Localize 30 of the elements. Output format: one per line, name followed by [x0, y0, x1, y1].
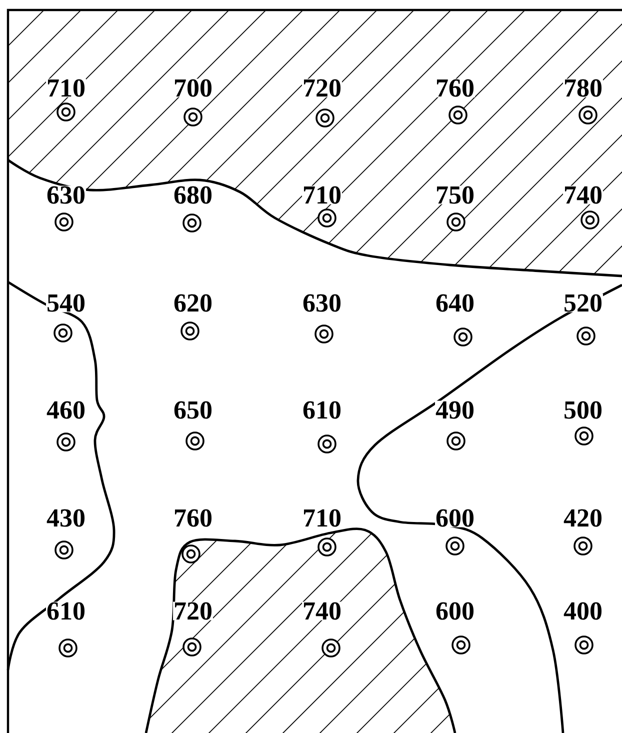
value-label: 680 — [173, 186, 213, 204]
value-label: 540 — [46, 294, 86, 312]
value-label: 740 — [302, 602, 342, 620]
value-label: 600 — [435, 508, 475, 528]
value-label: 610 — [302, 400, 342, 420]
value-label: 710 — [46, 78, 86, 98]
value-label: 710 — [302, 508, 342, 528]
value-label: 720 — [173, 602, 213, 620]
value-label: 720 — [302, 78, 342, 98]
value-label: 740 — [563, 186, 603, 204]
value-label: 640 — [435, 294, 475, 312]
value-label: 460 — [46, 400, 86, 420]
value-label: 700 — [173, 78, 213, 98]
value-label: 630 — [302, 294, 342, 312]
value-label: 750 — [435, 186, 475, 204]
value-label: 400 — [563, 602, 603, 620]
value-label: 710 — [302, 186, 342, 204]
value-label: 620 — [173, 294, 213, 312]
value-label: 760 — [435, 78, 475, 98]
value-label: 490 — [435, 400, 475, 420]
value-label: 420 — [563, 508, 603, 528]
value-label: 430 — [46, 508, 86, 528]
value-label: 650 — [173, 400, 213, 420]
value-label: 500 — [563, 400, 603, 420]
value-label: 600 — [435, 602, 475, 620]
value-label: 520 — [563, 294, 603, 312]
value-label: 610 — [46, 602, 86, 620]
value-label: 780 — [563, 78, 603, 98]
value-label: 630 — [46, 186, 86, 204]
value-label: 760 — [173, 508, 213, 528]
